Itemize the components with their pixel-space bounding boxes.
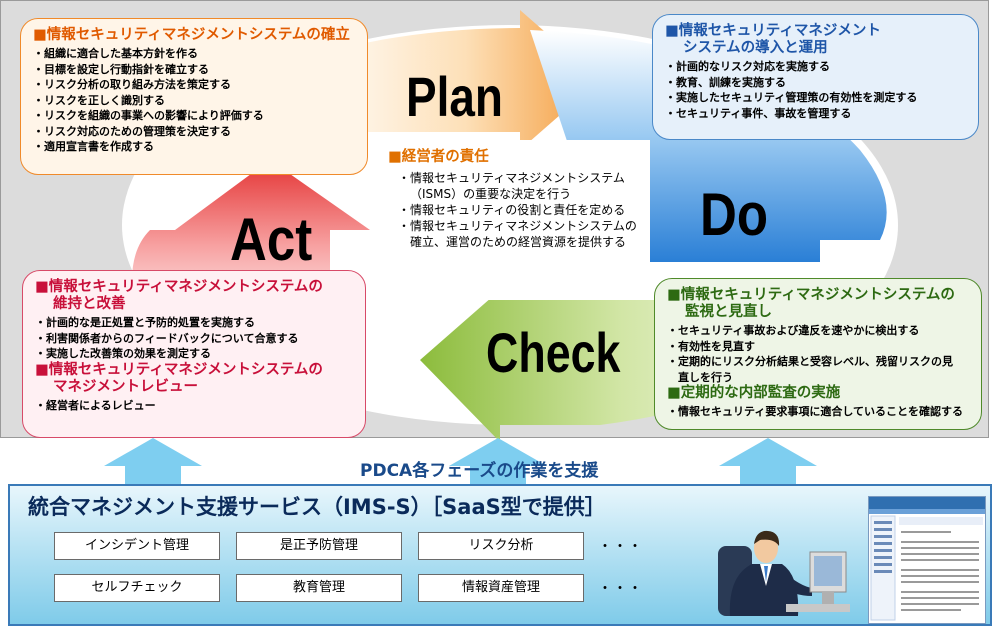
- act-heading2-line2: マネジメントレビュー: [53, 378, 198, 395]
- list-item: 経営者によるレビュー: [35, 398, 355, 414]
- list-item: 計画的な是正処置と予防的処置を実施する: [35, 315, 355, 331]
- phase-label-check: Check: [486, 321, 621, 384]
- list-item: 直しを行う: [678, 370, 733, 384]
- list-item: リスク分析の取り組み方法を策定する: [33, 77, 357, 93]
- check-heading-line1: 情報セキュリティマネジメントシステムの: [667, 287, 971, 304]
- plan-heading: 情報セキュリティマネジメントシステムの確立: [33, 27, 357, 44]
- list-item: 情報セキュリティの役割と責任を定める: [388, 202, 642, 218]
- service-risk-analysis: リスク分析: [418, 532, 584, 560]
- act-heading-line1: 情報セキュリティマネジメントシステムの: [35, 279, 355, 296]
- do-heading-line2: システムの導入と運用: [683, 40, 828, 56]
- check-heading2: 定期的な内部監査の実施: [667, 385, 971, 402]
- plan-box: 情報セキュリティマネジメントシステムの確立 組織に適合した基本方針を作る 目標を…: [20, 18, 368, 175]
- center-list: 情報セキュリティマネジメントシステム（ISMS）の重要な決定を行う 情報セキュリ…: [388, 170, 642, 250]
- list-item: リスクを組織の事業への影響により評価する: [33, 108, 357, 124]
- phase-label-plan: Plan: [406, 65, 503, 128]
- act-box: 情報セキュリティマネジメントシステムの 維持と改善 計画的な是正処置と予防的処置…: [22, 270, 366, 438]
- act-list: 計画的な是正処置と予防的処置を実施する 利害関係者からのフィードバックについて合…: [35, 315, 355, 362]
- list-item: リスクを正しく識別する: [33, 93, 357, 109]
- phase-label-act: Act: [230, 206, 313, 273]
- list-item: 定期的にリスク分析結果と受容レベル、残留リスクの見: [667, 354, 971, 370]
- list-item: 計画的なリスク対応を実施する: [665, 59, 968, 75]
- list-item: セキュリティ事故および違反を速やかに検出する: [667, 323, 971, 339]
- list-item: 有効性を見直す: [667, 339, 971, 355]
- check-list2: 情報セキュリティ要求事項に適合していることを確認する: [667, 404, 971, 420]
- list-item: 教育、訓練を実施する: [665, 75, 968, 91]
- ellipsis-row1: ・・・: [598, 539, 643, 555]
- list-item: 実施した改善策の効果を測定する: [35, 346, 355, 362]
- list-item: 目標を設定し行動指針を確立する: [33, 62, 357, 78]
- list-item: 情報セキュリティマネジメントシステム（ISMS）の重要な決定を行う: [388, 170, 642, 202]
- service-incident-management: インシデント管理: [54, 532, 220, 560]
- management-responsibility-box: 経営者の責任 情報セキュリティマネジメントシステム（ISMS）の重要な決定を行う…: [374, 140, 650, 300]
- act-list2: 経営者によるレビュー: [35, 398, 355, 414]
- support-arrow-right: [719, 438, 817, 484]
- check-box: 情報セキュリティマネジメントシステムの 監視と見直し セキュリティ事故および違反…: [654, 278, 982, 430]
- center-heading: 経営者の責任: [388, 148, 642, 166]
- support-caption: PDCA各フェーズの作業を支援: [360, 461, 599, 481]
- plan-arrow: [300, 10, 600, 150]
- support-arrow-center: [449, 438, 547, 484]
- do-box: 情報セキュリティマネジメント システムの導入と運用 計画的なリスク対応を実施する…: [652, 14, 979, 140]
- check-list: セキュリティ事故および違反を速やかに検出する 有効性を見直す 定期的にリスク分析…: [667, 323, 971, 385]
- do-list: 計画的なリスク対応を実施する 教育、訓練を実施する 実施したセキュリティ管理策の…: [665, 59, 968, 121]
- service-title: 統合マネジメント支援サービス（IMS-S）［SaaS型で提供］: [28, 495, 606, 519]
- do-heading-line1: 情報セキュリティマネジメント: [665, 23, 968, 40]
- check-heading-line2: 監視と見直し: [685, 304, 772, 320]
- service-education-management: 教育管理: [236, 574, 402, 602]
- ellipsis-row2: ・・・: [598, 581, 643, 597]
- service-panel: 統合マネジメント支援サービス（IMS-S）［SaaS型で提供］ インシデント管理…: [8, 484, 992, 626]
- plan-list: 組織に適合した基本方針を作る 目標を設定し行動指針を確立する リスク分析の取り組…: [33, 46, 357, 155]
- list-item: 情報セキュリティマネジメントシステムの確立、運営のための経営資源を提供する: [388, 218, 642, 250]
- list-item: リスク対応のための管理策を決定する: [33, 124, 357, 140]
- list-item: 情報セキュリティ要求事項に適合していることを確認する: [667, 404, 971, 420]
- act-heading2-line1: 情報セキュリティマネジメントシステムの: [35, 362, 355, 379]
- app-screenshot-thumbnail: [868, 496, 986, 624]
- service-information-asset-management: 情報資産管理: [418, 574, 584, 602]
- user-at-computer-illustration: [718, 530, 850, 616]
- list-item: 適用宣言書を作成する: [33, 139, 357, 155]
- list-item: 組織に適合した基本方針を作る: [33, 46, 357, 62]
- act-heading-line2: 維持と改善: [53, 296, 126, 312]
- support-arrow-left: [104, 438, 202, 484]
- list-item: 実施したセキュリティ管理策の有効性を測定する: [665, 90, 968, 106]
- list-item: 利害関係者からのフィードバックについて合意する: [35, 331, 355, 347]
- service-self-check: セルフチェック: [54, 574, 220, 602]
- service-corrective-preventive: 是正予防管理: [236, 532, 402, 560]
- phase-label-do: Do: [700, 181, 768, 248]
- list-item: セキュリティ事件、事故を管理する: [665, 106, 968, 122]
